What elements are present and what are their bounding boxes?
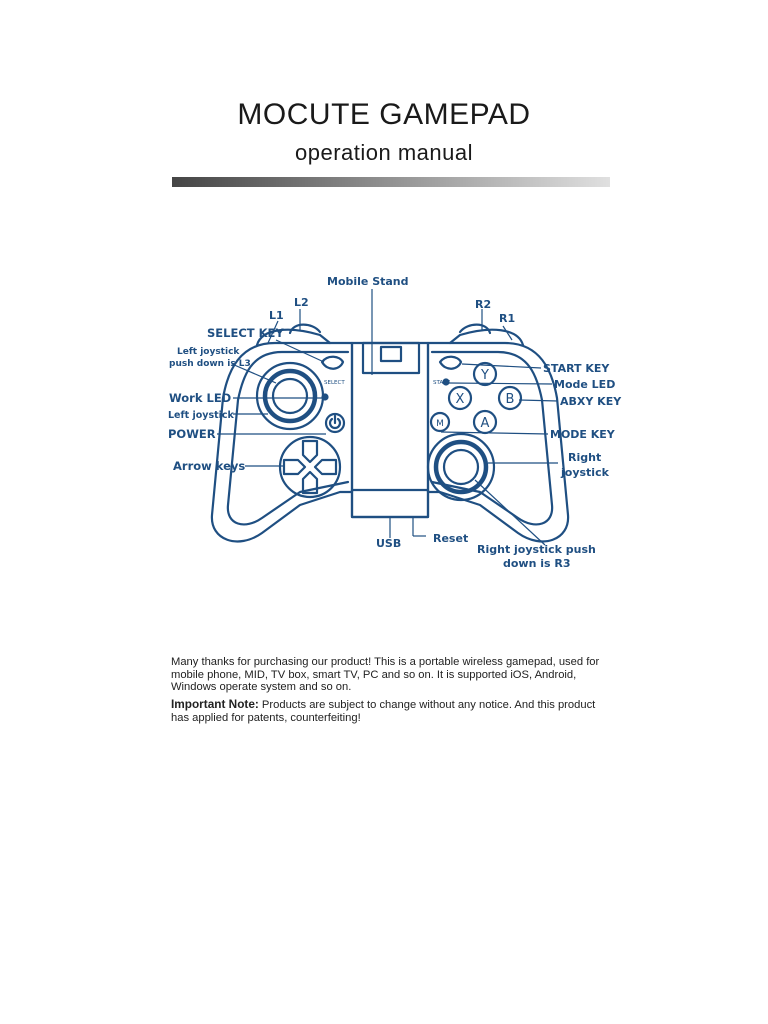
mode-led: [442, 378, 450, 386]
important-note-label: Important Note:: [171, 697, 259, 711]
label-r2: R2: [475, 298, 491, 311]
label-arrow-keys: Arrow keys: [173, 459, 245, 473]
btn-m-label: M: [436, 419, 444, 429]
btn-y-label: Y: [480, 368, 489, 383]
btn-b-label: B: [506, 392, 515, 407]
label-left-joystick-push-2: push down is L3: [169, 359, 251, 369]
b-button: [497, 385, 523, 411]
select-small-label: SELECT: [324, 380, 345, 386]
gradient-divider: [172, 177, 610, 187]
label-select-key: SELECT KEY: [207, 326, 284, 340]
start-button: [438, 355, 463, 370]
label-r1: R1: [499, 312, 515, 325]
y-button: [472, 361, 498, 387]
label-work-led: Work LED: [169, 391, 231, 405]
power-button: [324, 412, 346, 434]
label-usb: USB: [376, 537, 401, 550]
r1-bumper: [448, 328, 525, 347]
right-joystick: [426, 432, 496, 502]
label-right-push-1: Right joystick push: [477, 543, 596, 556]
label-right-push-2: down is R3: [503, 557, 571, 570]
label-right-joystick-1: Right: [568, 451, 601, 464]
btn-a-label: A: [481, 416, 490, 431]
controller-outline: [210, 341, 354, 543]
label-reset: Reset: [433, 532, 468, 545]
start-small-label: START: [433, 380, 451, 386]
dpad: [278, 435, 342, 499]
r2-trigger: [458, 323, 492, 335]
label-mobile-stand: Mobile Stand: [327, 275, 409, 288]
label-mode-led: Mode LED: [554, 378, 615, 391]
mode-button: [429, 411, 451, 433]
label-left-joystick-push-1: Left joystick: [177, 347, 240, 357]
label-start-key: START KEY: [543, 362, 610, 375]
btn-x-label: X: [456, 392, 465, 407]
work-led: [321, 393, 329, 401]
select-button: [320, 355, 345, 370]
l2-trigger: [288, 323, 322, 335]
label-l2: L2: [294, 296, 309, 309]
x-button: [447, 385, 473, 411]
gamepad-diagram: Mobile Stand L2 L1 R2 R1 SELECT KEY Left…: [168, 275, 622, 570]
label-mode-key: MODE KEY: [550, 428, 616, 441]
label-abxy-key: ABXY KEY: [560, 395, 622, 408]
page-subtitle: operation manual: [294, 140, 473, 165]
label-right-joystick-2: joystick: [560, 466, 610, 479]
label-left-joystick: Left joystick: [168, 410, 235, 421]
label-l1: L1: [269, 309, 284, 322]
l1-bumper: [255, 328, 332, 347]
intro-paragraph: Many thanks for purchasing our product! …: [171, 656, 600, 693]
important-note: Important Note: Products are subject to …: [171, 698, 616, 724]
label-power: POWER: [168, 427, 216, 441]
page-title: MOCUTE GAMEPAD: [237, 98, 531, 131]
important-note-text: Products are subject to change without a…: [171, 699, 596, 724]
